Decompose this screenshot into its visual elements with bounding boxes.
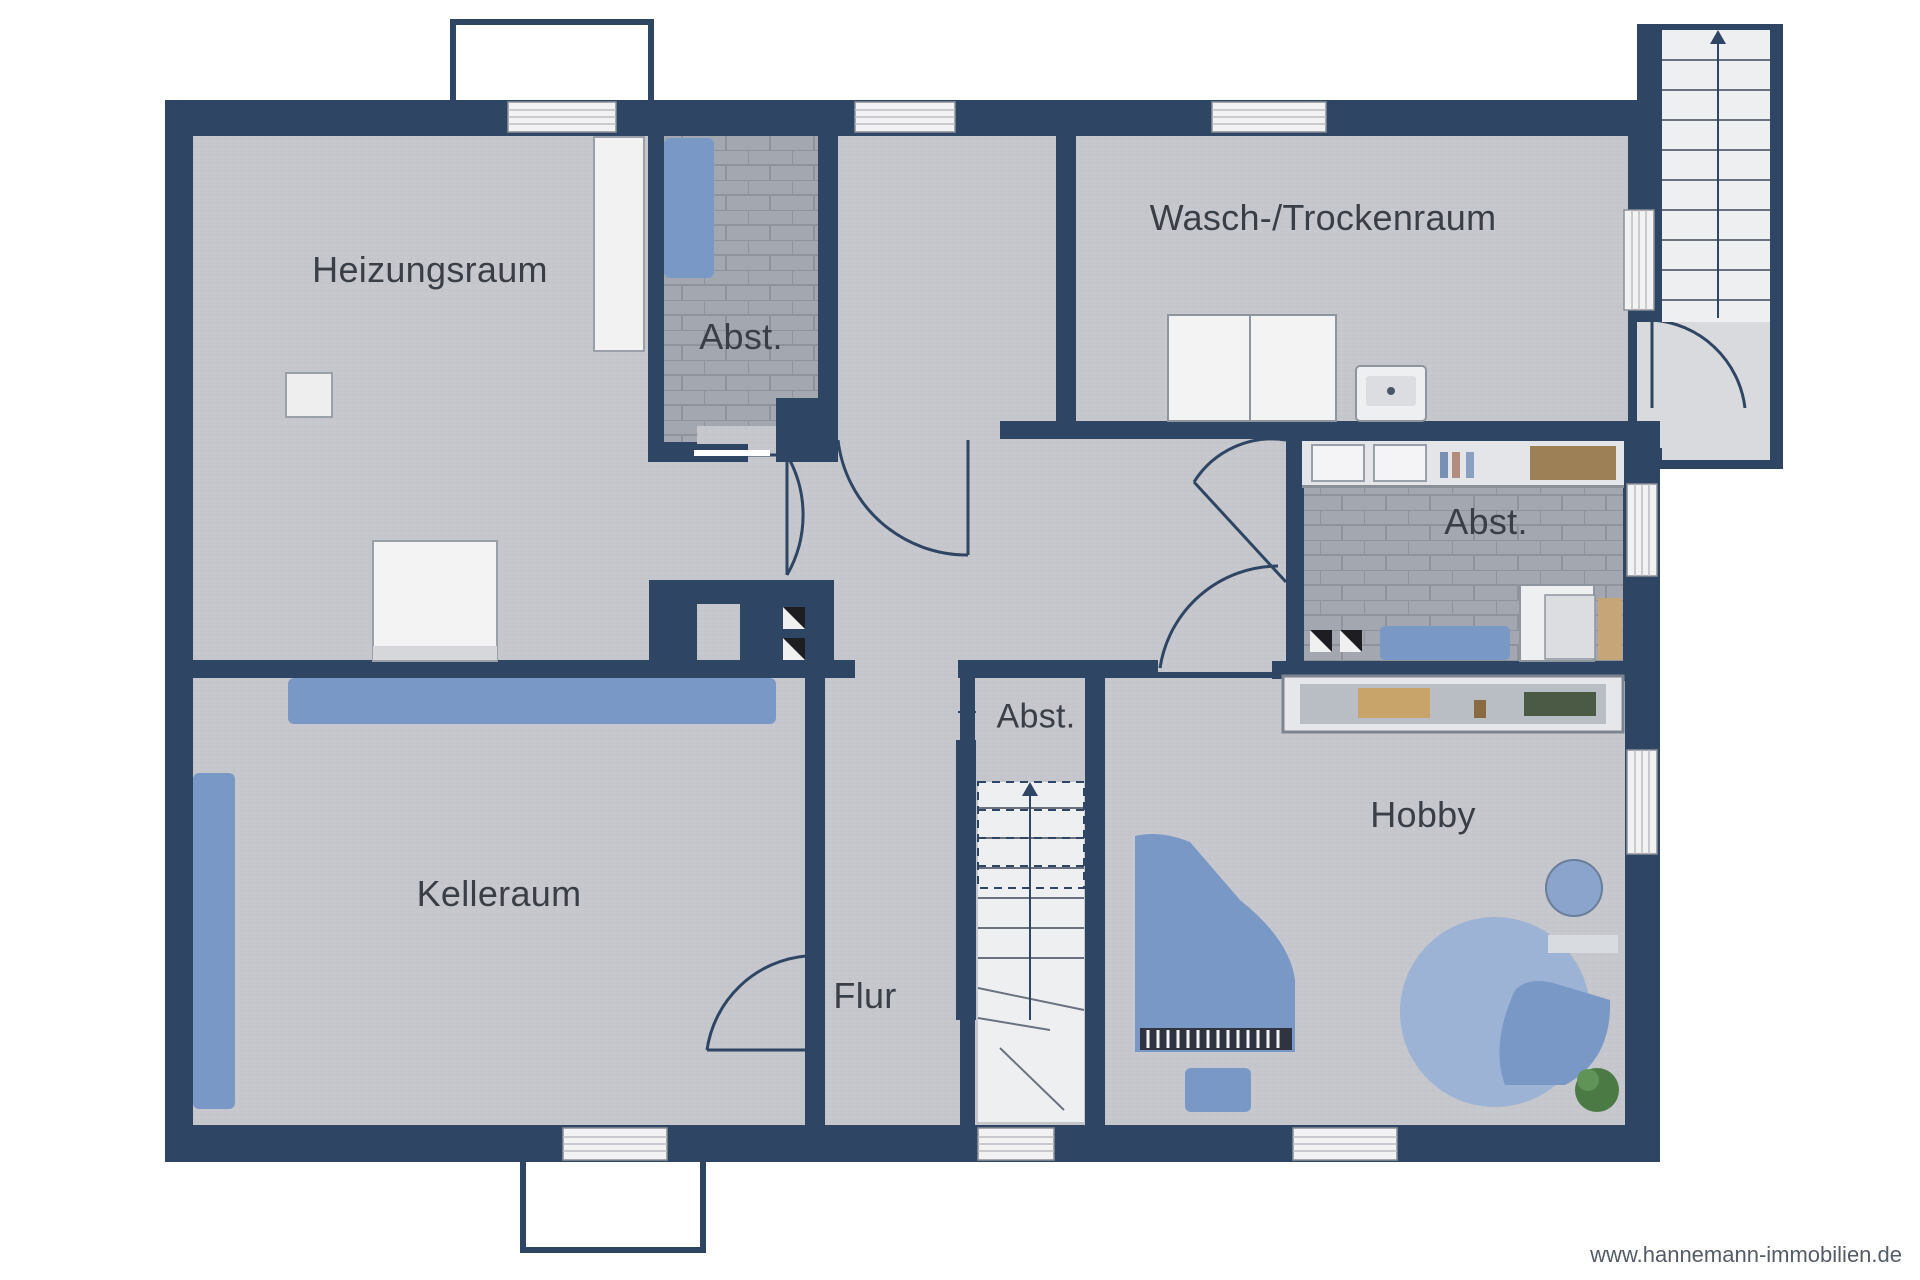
shelf-upper xyxy=(1302,441,1624,488)
stairs-top-right xyxy=(1662,30,1770,322)
label-heizungsraum: Heizungsraum xyxy=(312,249,548,290)
keller-bench-left xyxy=(193,773,235,1109)
watermark-url: www.hannemann-immobilien.de xyxy=(1590,1242,1902,1267)
label-abst-stair: Abst. xyxy=(996,697,1076,736)
hobby-items xyxy=(1135,834,1619,1112)
floor-corridor-top xyxy=(838,136,1056,426)
keller-bench-top xyxy=(288,678,776,724)
label-flur: Flur xyxy=(833,975,897,1016)
light-wells xyxy=(450,19,706,1253)
label-abst-top: Abst. xyxy=(699,316,783,357)
abst-right-items xyxy=(1380,584,1622,662)
floor-wasch xyxy=(1076,136,1628,421)
door-hobby xyxy=(1158,564,1279,669)
fuse-boxes xyxy=(783,607,1362,660)
grand-piano xyxy=(1135,834,1295,1052)
shelf-lower xyxy=(1281,674,1625,734)
label-keller: Kelleraum xyxy=(416,873,582,914)
doors xyxy=(667,318,1747,1052)
label-abst-right: Abst. xyxy=(1444,501,1528,542)
wasch-items xyxy=(1167,314,1427,422)
stairs xyxy=(977,781,1085,1122)
label-hobby: Hobby xyxy=(1370,794,1476,835)
floor-keller xyxy=(193,678,805,1125)
door-stair-top xyxy=(1650,318,1747,409)
armchair xyxy=(1499,981,1611,1085)
door-keller xyxy=(705,954,807,1052)
door-corridor xyxy=(836,439,970,557)
abst-top-cabinet xyxy=(664,138,714,278)
label-wasch: Wasch-/Trockenraum xyxy=(1149,197,1497,238)
floor-flur xyxy=(825,672,960,1125)
heizungsraum-items xyxy=(285,136,645,662)
